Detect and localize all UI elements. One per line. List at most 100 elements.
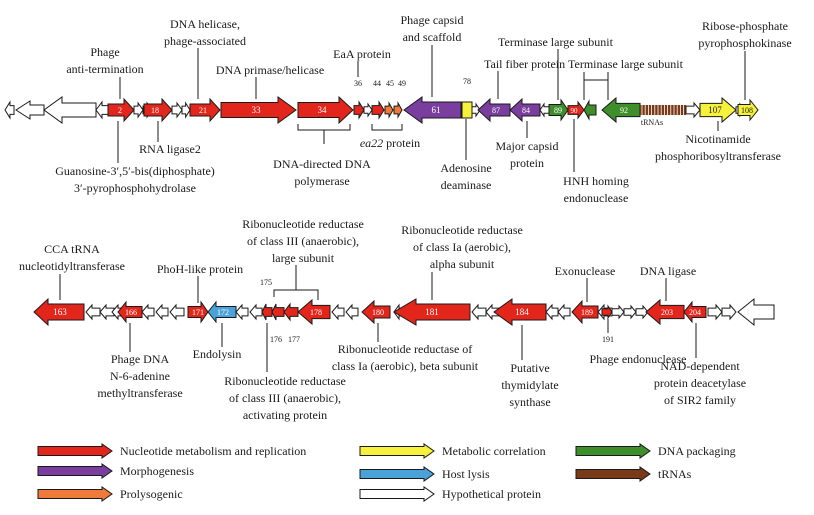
- label-dna-helicase-line-1: DNA helicase,: [170, 17, 240, 31]
- label-rna-ligase: RNA ligase2: [139, 142, 201, 156]
- gene-arrow: [611, 304, 625, 320]
- label-phage-dna-methyl-line-3: methyltransferase: [97, 386, 182, 400]
- gene-number-178: 178: [310, 308, 322, 317]
- label-phage-capsid-line-2: and scaffold: [403, 30, 462, 44]
- gene-arrow: [99, 303, 115, 321]
- legend-trnas-label: tRNAs: [658, 467, 692, 481]
- ea22-rest: protein: [383, 136, 420, 150]
- gene-arrow-204: [683, 300, 707, 324]
- label-ea22-protein: ea22 protein: [360, 136, 420, 150]
- label-ribose-phosphate-line-1: Ribose-phosphate: [702, 19, 788, 33]
- gene-arrow-181: [393, 298, 471, 326]
- gene-number-84: 84: [522, 106, 530, 115]
- gene-arrow: [133, 101, 144, 119]
- gene-arrow-180: [361, 299, 391, 325]
- gene-arrow-107: [699, 96, 737, 124]
- label-terminase-large-1: Terminase large subunit: [498, 35, 614, 49]
- gene-number-33: 33: [252, 105, 262, 115]
- label-exonuclease: Exonuclease: [555, 264, 616, 278]
- label-endolysin: Endolysin: [193, 347, 242, 361]
- gene-number-177: 177: [288, 335, 300, 344]
- gene-number-89: 89: [554, 106, 562, 115]
- gene-number-171: 171: [192, 308, 204, 317]
- gene-arrow: [331, 303, 345, 321]
- gene-arrow-166: [117, 300, 143, 324]
- ea22-italic: ea22: [360, 136, 383, 150]
- gene-number-107: 107: [708, 105, 722, 115]
- gene-arrow-90: [567, 100, 585, 120]
- gene-arrow-36: [353, 100, 365, 120]
- gene-number-44: 44: [373, 79, 381, 88]
- label-dna-directed-line-1: DNA-directed DNA: [273, 157, 371, 171]
- label-major-capsid-line-1: Major capsid: [496, 139, 559, 153]
- gene-number-78: 78: [463, 77, 471, 86]
- label-rnr3-large-line-3: large subunit: [272, 251, 335, 265]
- legend-nucleotide-label: Nucleotide metabolism and replication: [120, 444, 306, 458]
- gene-arrow-44: [371, 100, 385, 120]
- gene-arrow: [345, 303, 359, 321]
- legend-dna-packaging-swatch: [575, 443, 651, 459]
- gene-number-204: 204: [689, 308, 701, 317]
- gene-arrow: [635, 304, 649, 320]
- legend-morphogenesis-swatch: [37, 463, 113, 479]
- label-phage-capsid-line-1: Phage capsid: [401, 13, 464, 27]
- label-hnh-line-2: endonuclease: [564, 191, 629, 205]
- gene-arrow-49: [393, 101, 403, 119]
- gene-number-2: 2: [118, 106, 122, 115]
- gene-arrow-92: [601, 96, 641, 124]
- label-guanosine-line-2: 3′-pyrophosphohydrolase: [74, 181, 196, 195]
- gene-arrow: [471, 102, 481, 118]
- gene-number-180: 180: [372, 308, 384, 317]
- bracket-rnr3-large: [273, 289, 319, 300]
- legend-metabolic-label: Metabolic correlation: [442, 444, 546, 458]
- gene-arrow: [43, 96, 97, 124]
- gene-number-61: 61: [432, 105, 441, 115]
- trna-block: [640, 105, 686, 115]
- gene-number-87: 87: [492, 106, 500, 115]
- gene-arrow: [4, 100, 15, 120]
- gene-arrow: [707, 303, 723, 321]
- gene-number-108: 108: [741, 106, 753, 115]
- bracket-ea22: [371, 124, 403, 131]
- label-nad-dependent-line-3: of SIR2 family: [664, 393, 736, 407]
- gene-arrow-172: [207, 300, 237, 324]
- label-phage-endonuclease: Phage endonuclease: [590, 352, 687, 366]
- gene-arrow-45: [384, 101, 394, 119]
- gene-arrow-184: [493, 298, 547, 326]
- gene-arrow-163: [33, 297, 85, 327]
- gene-arrow-21: [189, 97, 221, 123]
- label-dna-helicase-line-2: phage-associated: [164, 34, 246, 48]
- label-rnr1a-alpha-line-3: alpha subunit: [430, 257, 495, 271]
- gene-arrow-34: [297, 95, 354, 125]
- gene-number-172: 172: [217, 308, 229, 317]
- gene-arrow-84: [509, 97, 541, 123]
- label-terminase-large-2: Terminase large subunit: [568, 57, 684, 71]
- gene-arrow-89: [548, 98, 569, 122]
- label-nad-dependent-line-2: protein deacetylase: [654, 376, 746, 390]
- gene-arrow: [539, 102, 550, 118]
- gene-arrow: [155, 303, 169, 321]
- label-cca-line-1: CCA tRNA: [44, 242, 100, 256]
- legend-dna-packaging-label: DNA packaging: [658, 444, 736, 458]
- label-major-capsid-line-2: protein: [510, 156, 544, 170]
- label-rnr1a-beta-line-2: class Ia (aerobic), beta subunit: [332, 359, 479, 373]
- label-rnr1a-alpha-line-1: Ribonucleotide reductase: [401, 223, 523, 237]
- gene-number-166: 166: [125, 308, 137, 317]
- legend-host-lysis-label: Host lysis: [442, 467, 490, 481]
- label-ribose-phosphate-line-2: pyrophosphokinase: [698, 36, 791, 50]
- gene-number-36: 36: [354, 79, 362, 88]
- gene-arrow-171: [187, 300, 209, 324]
- gene-number-45: 45: [386, 79, 394, 88]
- gene-arrow-178: [297, 298, 331, 326]
- gene-arrow-33: [220, 96, 297, 124]
- gene-arrow-18: [143, 97, 173, 123]
- label-cca-line-2: nucleotidyltransferase: [19, 259, 125, 273]
- gene-arrow-small-green: [583, 99, 597, 121]
- legend-metabolic-swatch: [359, 443, 435, 459]
- label-thymidylate-line-2: thymidylate: [501, 378, 558, 392]
- label-nicotinamide-line-1: Nicotinamide: [685, 132, 750, 146]
- gene-number-163: 163: [53, 307, 67, 317]
- gene-arrow-191: [601, 304, 613, 320]
- label-tail-fiber: Tail fiber protein: [484, 57, 565, 71]
- label-phoh: PhoH-like protein: [157, 262, 243, 276]
